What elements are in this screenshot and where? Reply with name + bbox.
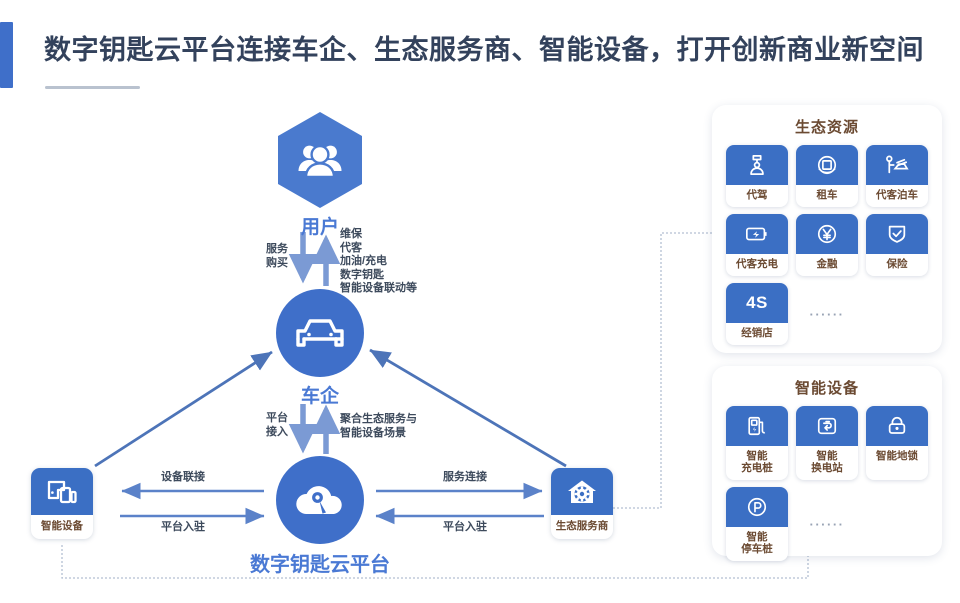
edge-label-user-to-oem: 服务 购买 bbox=[266, 243, 288, 269]
panel-smart-devices: 智能设备 智能 充电桩 bbox=[712, 366, 942, 561]
tile-ground-lock-label: 智能地锁 bbox=[876, 450, 918, 462]
node-oem-label: 车企 bbox=[300, 386, 339, 407]
eco-provider-card[interactable]: 生态服务商 bbox=[551, 468, 613, 539]
rental-icon bbox=[796, 145, 858, 185]
tile-battery-swap-label: 智能 换电站 bbox=[811, 450, 843, 474]
edge-platform-provider bbox=[375, 482, 544, 525]
page-title: 数字钥匙云平台连接车企、生态服务商、智能设备，打开创新商业新空间 bbox=[44, 35, 924, 65]
tile-chauffeur-label: 代驾 bbox=[746, 189, 768, 201]
tile-parking-pile-label: 智能 停车桩 bbox=[741, 531, 773, 555]
panel-smart-devices-title: 智能设备 bbox=[794, 380, 859, 397]
edge-label-oem-to-user: 维保 代客 加油/充电 数字钥匙 智能设备联动等 bbox=[340, 228, 417, 294]
ground-lock-icon bbox=[866, 406, 928, 446]
battery-swap-icon bbox=[796, 406, 858, 446]
parking-pile-icon bbox=[726, 487, 788, 527]
finance-yuan-icon bbox=[796, 214, 858, 254]
panel-eco-resources-title: 生态资源 bbox=[794, 119, 859, 136]
edge-oem-platform bbox=[288, 404, 341, 454]
panel-eco-resources: 生态资源 代驾 bbox=[712, 105, 942, 353]
chauffeur-icon bbox=[726, 145, 788, 185]
car-icon bbox=[276, 289, 364, 377]
tile-valet-charging-label: 代客充电 bbox=[736, 258, 778, 270]
tile-chauffeur[interactable]: 代驾 bbox=[726, 145, 788, 207]
edge-diagonals-oem bbox=[94, 348, 567, 468]
tile-valet-parking-label: 代客泊车 bbox=[876, 189, 918, 201]
node-platform-label: 数字钥匙云平台 bbox=[250, 554, 390, 576]
edge-label-oem-to-platform: 平台 接入 bbox=[266, 412, 288, 438]
valet-parking-icon bbox=[866, 145, 928, 185]
tile-car-rental-label: 租车 bbox=[816, 189, 838, 201]
edge-label-provider-onboard: 平台入驻 bbox=[443, 521, 487, 533]
valet-charging-icon bbox=[726, 214, 788, 254]
node-eco-provider[interactable]: 生态服务商 bbox=[551, 468, 613, 539]
edge-user-oem bbox=[288, 232, 341, 286]
tile-finance-label: 金融 bbox=[816, 258, 838, 270]
node-oem[interactable]: 车企 bbox=[276, 289, 364, 407]
smart-devices-more: ······ bbox=[809, 516, 845, 532]
tile-finance[interactable]: 金融 bbox=[796, 214, 858, 276]
panel-eco-resources-tiles: 代驾 租车 bbox=[712, 137, 942, 355]
tile-charging-pile[interactable]: 智能 充电桩 bbox=[726, 406, 788, 480]
tile-ground-lock[interactable]: 智能地锁 bbox=[866, 406, 928, 480]
title-accent-bar bbox=[0, 22, 13, 88]
tile-valet-charging[interactable]: 代客充电 bbox=[726, 214, 788, 276]
tile-car-rental[interactable]: 租车 bbox=[796, 145, 858, 207]
devices-icon bbox=[31, 468, 93, 515]
4s-text-icon: 4S bbox=[726, 283, 788, 323]
tile-battery-swap[interactable]: 智能 换电站 bbox=[796, 406, 858, 480]
connector-eco-resources bbox=[612, 232, 712, 509]
edge-label-device-onboard: 平台入驻 bbox=[161, 521, 205, 533]
node-user-label: 用户 bbox=[300, 217, 339, 238]
connector-smart-devices bbox=[61, 545, 809, 579]
tile-valet-parking[interactable]: 代客泊车 bbox=[866, 145, 928, 207]
tile-parking-pile[interactable]: 智能 停车桩 bbox=[726, 487, 788, 561]
tile-insurance[interactable]: 保险 bbox=[866, 214, 928, 276]
cloud-key-icon bbox=[276, 456, 364, 544]
edge-platform-device bbox=[120, 482, 265, 525]
tile-dealership-label: 经销店 bbox=[741, 327, 773, 339]
house-gear-icon bbox=[551, 468, 613, 515]
tile-charging-pile-label: 智能 充电桩 bbox=[741, 450, 773, 474]
node-platform[interactable]: 数字钥匙云平台 bbox=[250, 456, 390, 576]
eco-resources-more: ······ bbox=[809, 306, 845, 322]
node-smart-device[interactable]: 智能设备 bbox=[31, 468, 93, 539]
edge-label-platform-to-oem: 聚合生态服务与 智能设备场景 bbox=[340, 413, 417, 439]
node-user[interactable]: 用户 bbox=[278, 112, 362, 238]
users-icon bbox=[278, 112, 362, 208]
tile-dealership[interactable]: 4S 经销店 bbox=[726, 283, 788, 345]
edge-label-device-link: 设备联接 bbox=[161, 471, 205, 483]
title-underline bbox=[45, 86, 140, 89]
edge-label-service-connect: 服务连接 bbox=[443, 471, 487, 483]
smart-device-card-label: 智能设备 bbox=[41, 520, 83, 532]
insurance-shield-icon bbox=[866, 214, 928, 254]
smart-device-card[interactable]: 智能设备 bbox=[31, 468, 93, 539]
eco-provider-card-label: 生态服务商 bbox=[555, 520, 609, 532]
charging-pile-icon bbox=[726, 406, 788, 446]
panel-smart-devices-tiles: 智能 充电桩 智能 换电站 bbox=[712, 398, 942, 571]
tile-insurance-label: 保险 bbox=[886, 258, 908, 270]
